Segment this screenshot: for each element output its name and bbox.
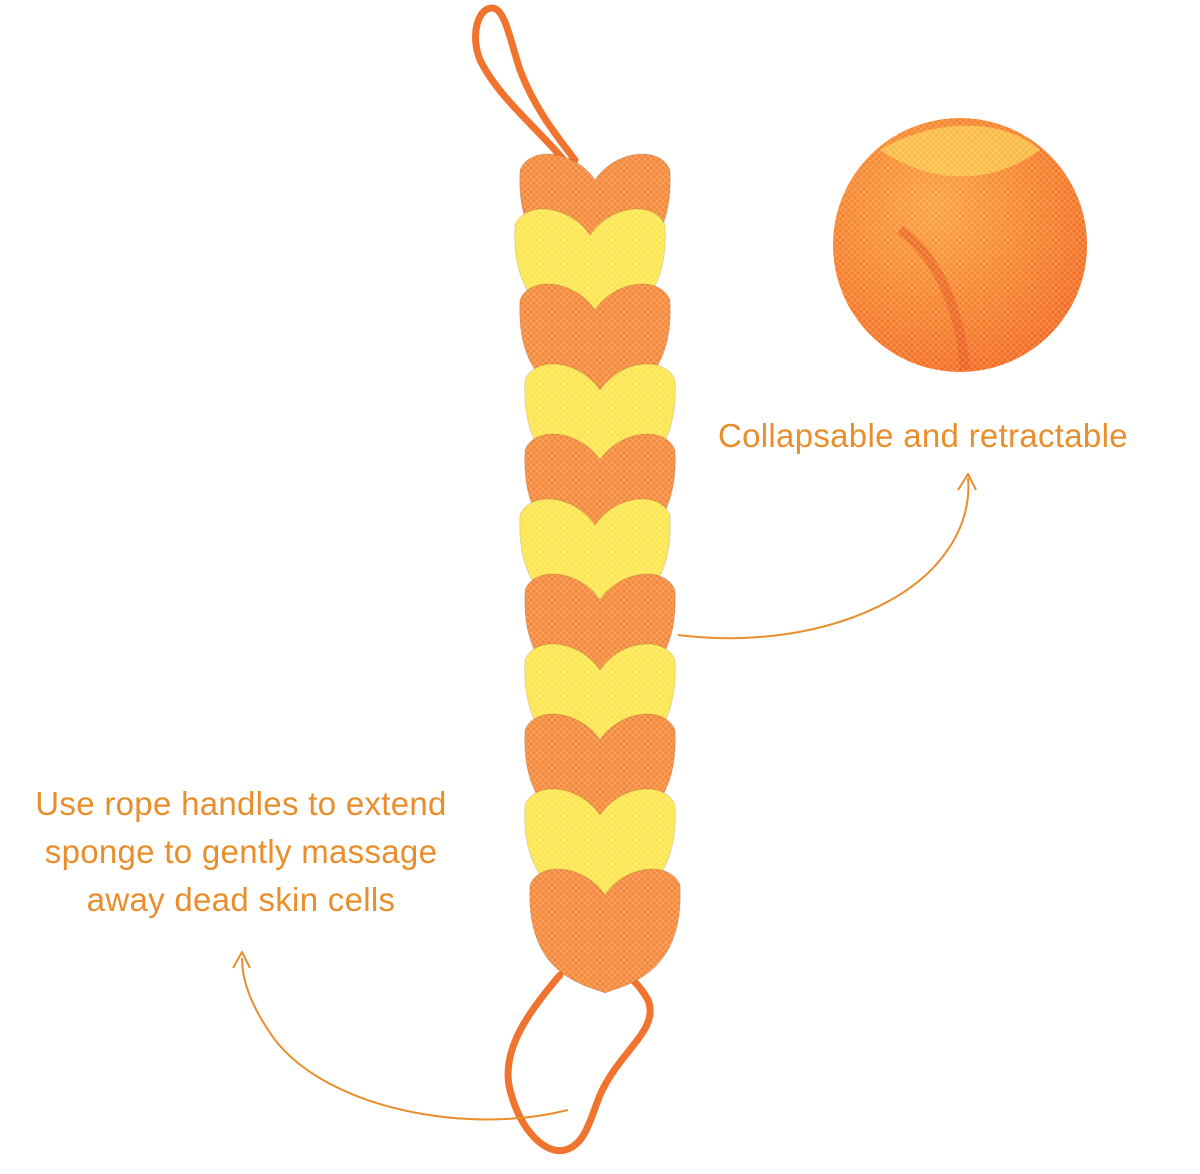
feature-caption-collapsable: Collapsable and retractable — [718, 417, 1128, 454]
arrow-to-feature-2 — [232, 951, 569, 1121]
caption-line: Use rope handles to extend — [35, 785, 447, 822]
braided-sponge — [514, 153, 681, 994]
mesh-texture — [529, 868, 681, 994]
feature-caption-rope-handles: Use rope handles to extend sponge to gen… — [0, 780, 482, 924]
arrow-to-feature-1 — [677, 473, 977, 640]
caption-line: away dead skin cells — [86, 881, 396, 918]
top-rope-loop — [472, 4, 579, 169]
mesh-detail-circle — [833, 118, 1087, 372]
bottom-rope-loop — [504, 968, 654, 1155]
caption-line: sponge to gently massage — [44, 833, 438, 870]
